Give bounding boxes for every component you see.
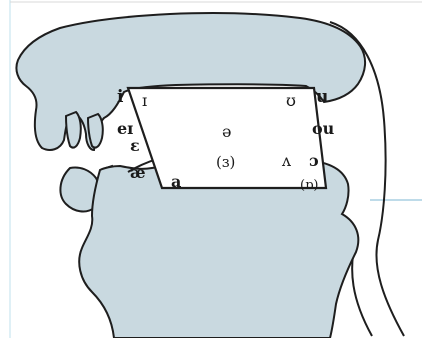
- upper-tooth-left: [66, 112, 81, 148]
- vowel-ou: ou: [312, 119, 335, 138]
- vowel-open-mid-central: (ɜ): [216, 153, 235, 171]
- vowel-i: i: [117, 87, 124, 107]
- vowel-schwa: ə: [222, 122, 231, 141]
- vowel-open-back-rounded: (ɒ): [300, 178, 318, 193]
- vowel-near-close-back: ʊ: [286, 91, 296, 110]
- vowel-u: u: [316, 87, 328, 107]
- vowel-a: a: [171, 172, 181, 191]
- vowel-wedge: ʌ: [281, 151, 291, 170]
- upper-tooth-right: [88, 114, 103, 148]
- vowel-open-o: ɔ: [309, 151, 319, 170]
- vowel-near-close-front: ɪ: [142, 91, 147, 110]
- vowel-open-mid-front: ɛ: [130, 136, 140, 155]
- vowel-ae: æ: [130, 163, 146, 182]
